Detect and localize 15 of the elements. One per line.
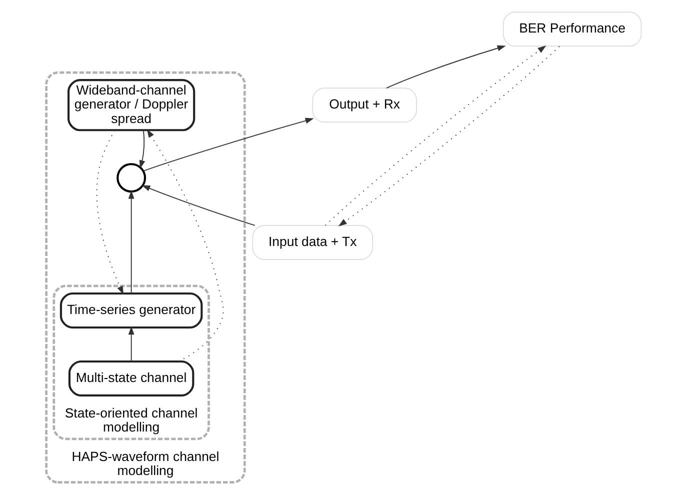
node-box: Input data + Tx [252, 225, 373, 260]
arrow [141, 185, 255, 226]
node-circle [116, 163, 146, 193]
arrow [128, 190, 134, 294]
arrow [385, 45, 506, 88]
node-box: BER Performance [502, 12, 642, 47]
node-box: Multi-state channel [68, 360, 194, 397]
arrow [146, 129, 224, 362]
node-box: Wideband-channel generator / Doppler spread [66, 79, 195, 132]
node-box: Output + Rx [312, 88, 416, 123]
arrow [96, 130, 124, 295]
arrow [138, 130, 145, 169]
arrow [142, 118, 314, 172]
node-box: Time-series generator [59, 292, 202, 329]
arrow [128, 326, 134, 362]
